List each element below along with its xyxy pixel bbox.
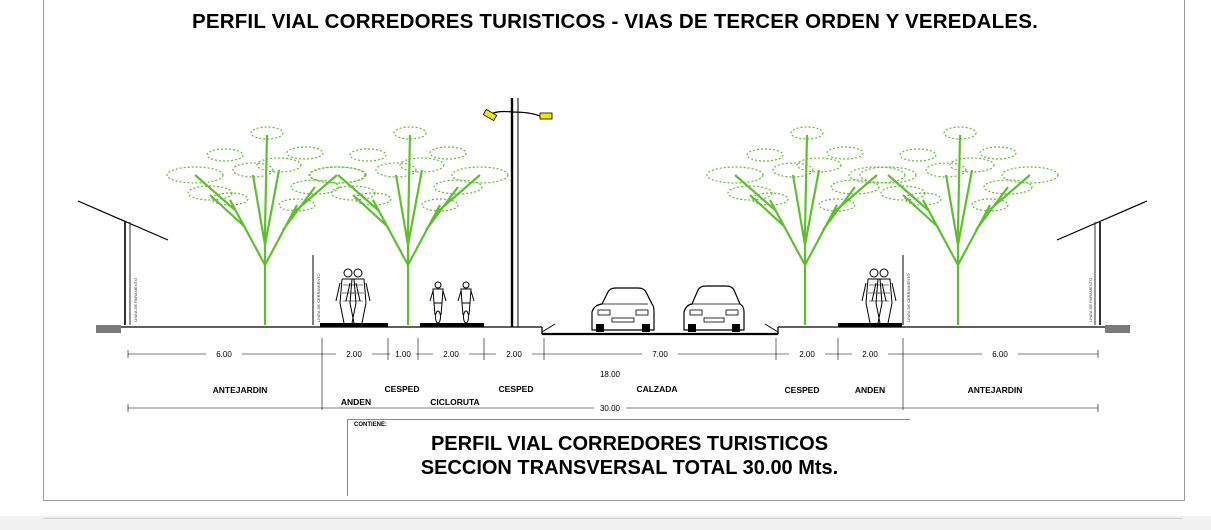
car-icon	[591, 287, 655, 332]
dim-subtotal: 18.00	[600, 370, 621, 379]
drawing-frame	[43, 0, 1185, 501]
car-icon	[683, 285, 745, 332]
segment-labels: ANTEJARDIN CESPED ANDEN CICLORUTA CESPED…	[213, 384, 1023, 407]
tree-icon	[308, 125, 510, 327]
dim-antejardin-right: 6.00	[992, 350, 1008, 359]
tree-icon	[858, 125, 1060, 327]
dim-anden-right: 2.00	[862, 350, 878, 359]
label-antejardin-right: ANTEJARDIN	[968, 385, 1023, 395]
ground	[96, 323, 1130, 336]
box-title-line2: SECCION TRANSVERSAL TOTAL 30.00 Mts.	[420, 457, 839, 479]
house-right: LINEA DE PARAMENTO	[1056, 200, 1148, 325]
cyclist-icon	[457, 281, 475, 324]
anden-right-note: LINEA DE CERRAMIENTO	[906, 273, 911, 322]
dim-total: 30.00	[600, 404, 621, 413]
tree-icon	[165, 125, 367, 327]
label-cesped-right: CESPED	[785, 385, 820, 395]
bottom-line	[43, 518, 1183, 519]
dim-antejardin-left: 6.00	[216, 350, 232, 359]
dim-calzada: 7.00	[652, 350, 668, 359]
street-lamp-icon	[482, 98, 553, 327]
title-box: CONTIENE: PERFIL VIAL CORREDORES TURISTI…	[347, 419, 910, 496]
label-cesped-left-b: CESPED	[499, 384, 534, 394]
label-cesped-left-a: CESPED	[385, 384, 420, 394]
dim-cesped-left-small: 1.00	[395, 350, 411, 359]
dim-anden-left: 2.00	[346, 350, 362, 359]
enclosure-lines: LINEA DE CERRAMIENTO LINEA DE CERRAMIENT…	[312, 255, 911, 325]
dim-cesped-left: 2.00	[506, 350, 522, 359]
label-calzada: CALZADA	[636, 384, 677, 394]
dimension-values: 6.00 2.00 1.00 2.00 2.00 7.00 2.00 2.00 …	[206, 349, 1018, 413]
dim-cesped-right: 2.00	[799, 350, 815, 359]
label-anden-left: ANDEN	[341, 397, 371, 407]
house-right-note: LINEA DE PARAMENTO	[1088, 278, 1093, 322]
house-left-note: LINEA DE PARAMENTO	[133, 278, 138, 322]
label-cicloruta: CICLORUTA	[430, 397, 479, 407]
label-antejardin-left: ANTEJARDIN	[213, 385, 268, 395]
house-left: LINEA DE PARAMENTO	[77, 200, 169, 325]
dim-cicloruta: 2.00	[443, 350, 459, 359]
label-anden-right: ANDEN	[855, 385, 885, 395]
anden-left-note: LINEA DE CERRAMIENTO	[316, 273, 321, 322]
cyclist-icon	[429, 281, 447, 324]
bottom-strip	[0, 516, 1211, 530]
box-title-line1: PERFIL VIAL CORREDORES TURISTICOS	[430, 433, 829, 455]
contiene-label: CONTIENE:	[354, 422, 387, 428]
drawing-title: PERFIL VIAL CORREDORES TURISTICOS - VIAS…	[191, 10, 1039, 33]
